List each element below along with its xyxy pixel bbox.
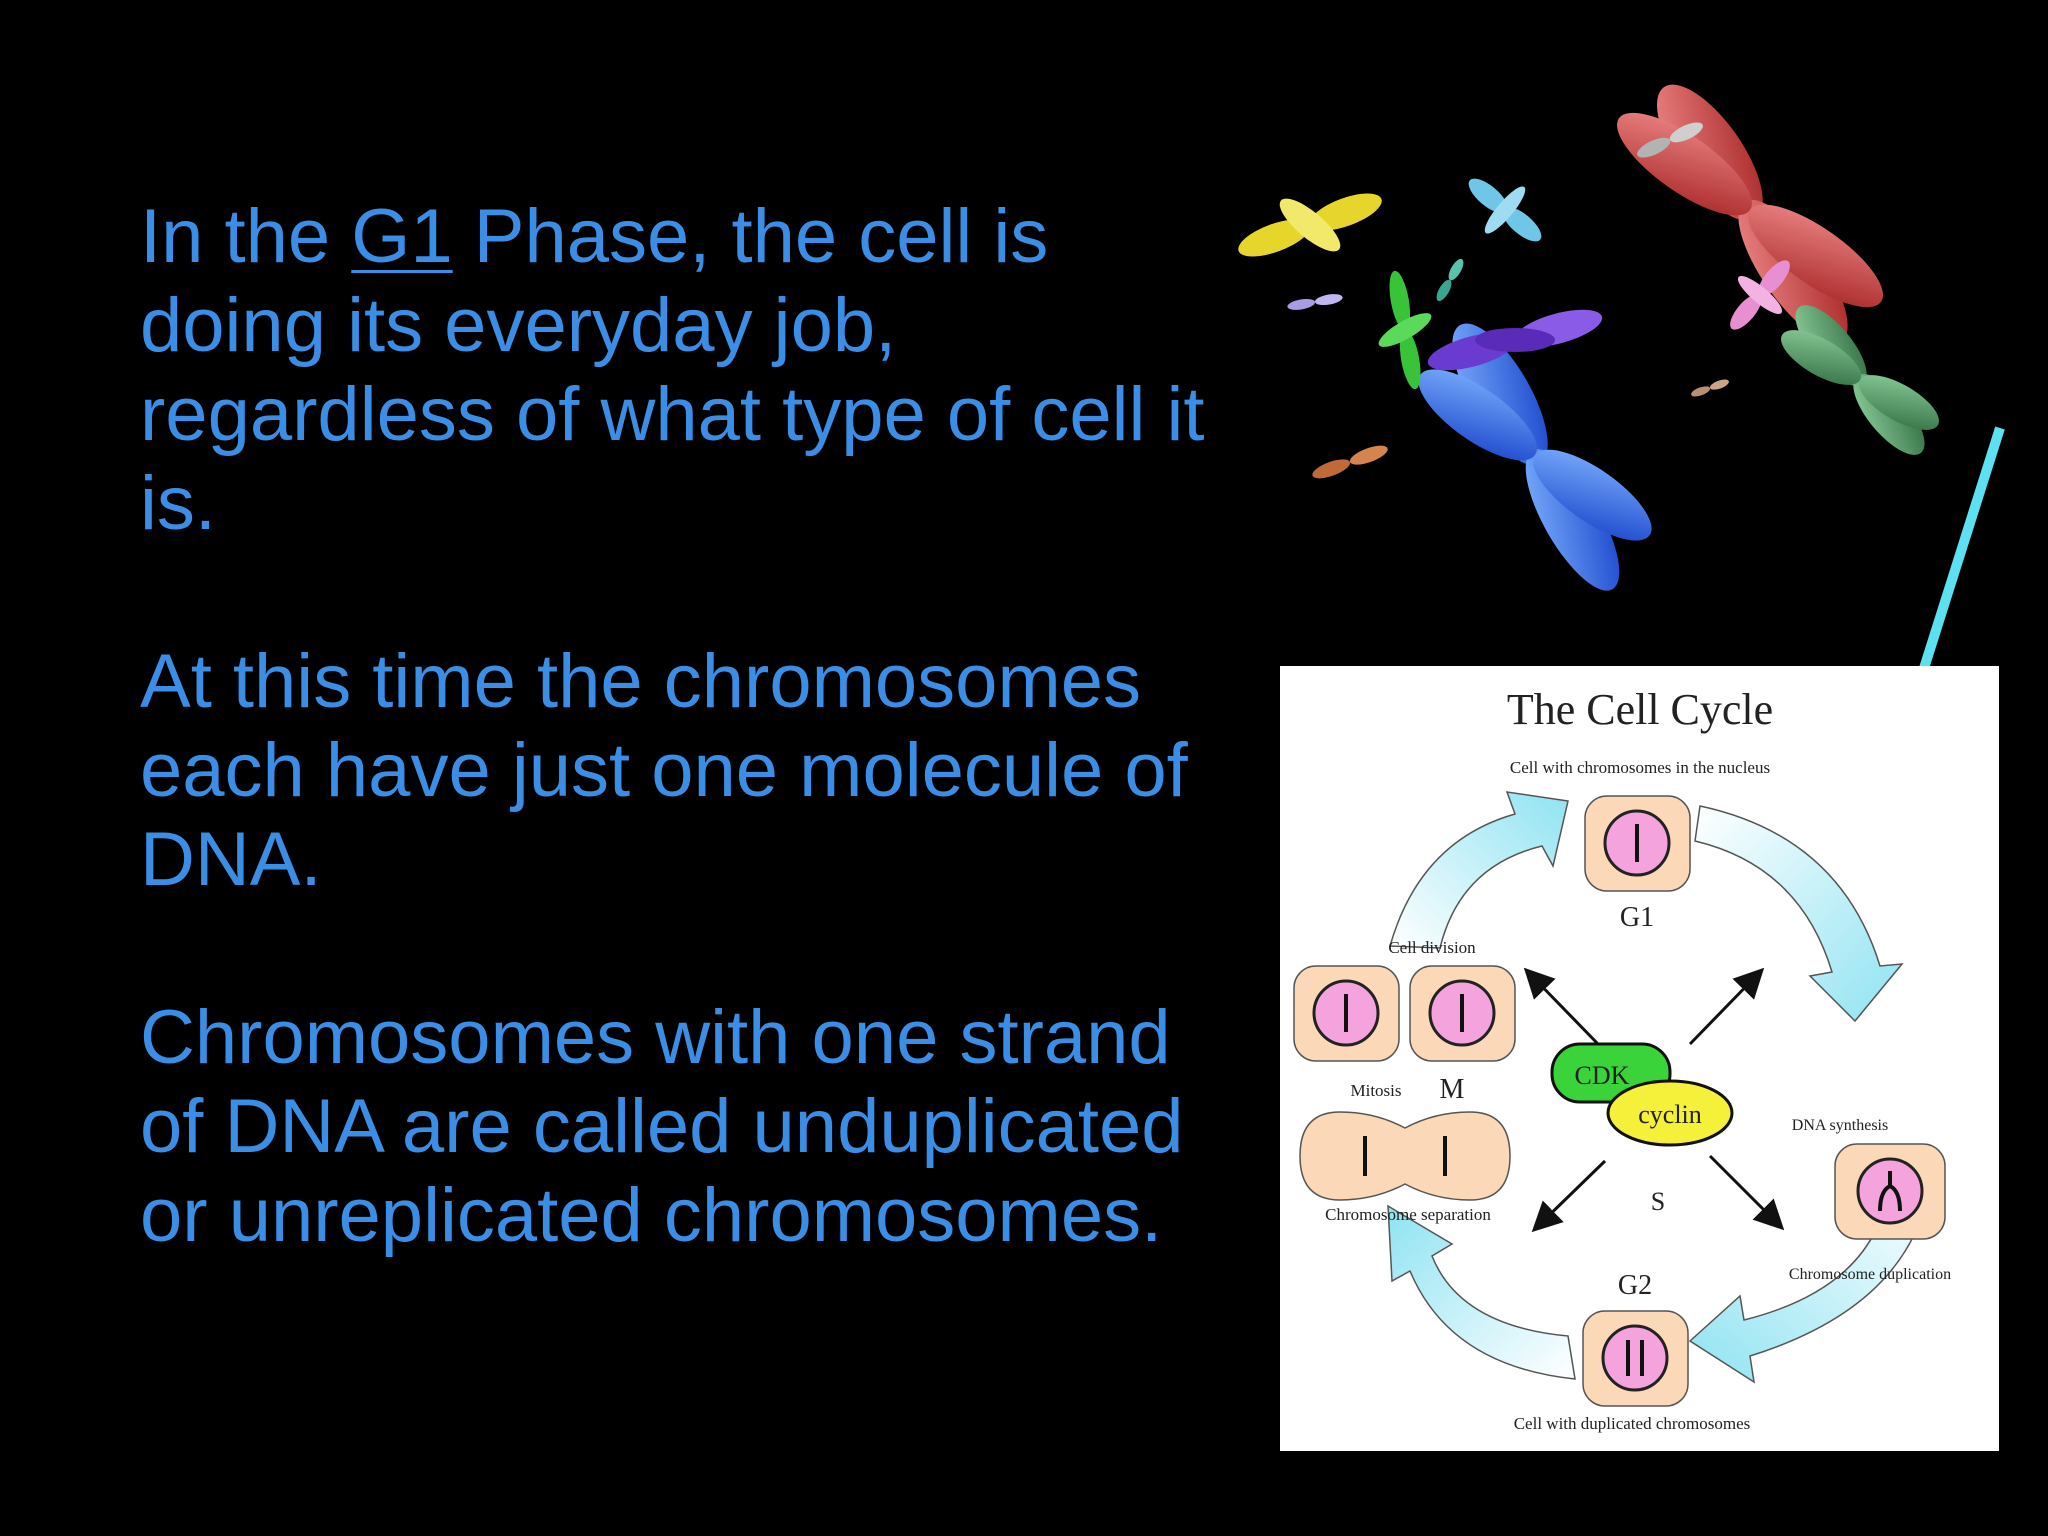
cell-g2 (1582, 1310, 1689, 1407)
chromosomes-illustration (1238, 84, 1939, 591)
chromosome-yellow (1238, 193, 1382, 257)
cycle-arrow-m-to-g1 (1389, 791, 1569, 949)
svg-text:CDK: CDK (1575, 1061, 1630, 1090)
svg-text:cyclin: cyclin (1638, 1100, 1702, 1129)
cell-daughter-right (1409, 965, 1516, 1062)
label-g1: G1 (1620, 902, 1654, 933)
cell-s (1834, 1143, 1946, 1240)
cycle-arrow-g1-to-s (1694, 805, 1904, 1023)
chromosome-brown (1312, 445, 1388, 479)
chromosome-teal (1436, 258, 1464, 302)
chromosome-dark-green (1781, 305, 1939, 455)
chromosome-green (1378, 270, 1432, 390)
slide-body-text: In the G1 Phase, the cell is doing its e… (140, 192, 1220, 1260)
paragraph-unduplicated: Chromosomes with one strand of DNA are c… (140, 995, 1184, 1258)
g1-term-underlined: G1 (351, 194, 453, 279)
p1-lead: In the (140, 194, 352, 279)
paragraph-g1: In the G1 Phase, the cell is doing its e… (140, 192, 1220, 548)
regulation-arrows (1523, 967, 1785, 1233)
chromosome-lavender (1287, 294, 1343, 310)
p1-rest: Phase, the cell is doing its everyday jo… (140, 194, 1205, 546)
label-mitosis: Mitosis (1350, 1081, 1401, 1100)
diagram-title: The Cell Cycle (1507, 685, 1773, 734)
chromosome-pink (1730, 260, 1790, 330)
cell-g1 (1584, 795, 1691, 892)
label-m: M (1440, 1074, 1465, 1105)
label-chromosome-duplication: Chromosome duplication (1789, 1266, 1951, 1283)
chromosome-tan (1691, 379, 1729, 397)
chromosome-purple (1427, 309, 1603, 371)
label-cell-division: Cell division (1388, 938, 1476, 957)
label-s: S (1651, 1187, 1665, 1216)
cell-cycle-diagram: The Cell Cycle Cell with chromosomes in … (1280, 666, 1999, 1451)
paragraph-dna: At this time the chromosomes each have j… (140, 639, 1188, 902)
diagram-subtitle: Cell with chromosomes in the nucleus (1510, 758, 1770, 777)
label-chromosome-separation: Chromosome separation (1325, 1205, 1491, 1224)
label-dna-synthesis: DNA synthesis (1792, 1117, 1888, 1134)
label-g2: G2 (1618, 1270, 1652, 1301)
cycle-arrow-g2-to-m (1387, 1204, 1576, 1380)
cell-dividing (1299, 1111, 1511, 1201)
chromosome-grey (1637, 122, 1703, 158)
label-duplicated: Cell with duplicated chromosomes (1514, 1414, 1751, 1433)
chromosome-light-blue (1468, 178, 1542, 242)
cyclin-badge: cyclin (1606, 1079, 1734, 1147)
cell-daughter-left (1293, 965, 1400, 1062)
chromosome-red (1616, 84, 1884, 344)
